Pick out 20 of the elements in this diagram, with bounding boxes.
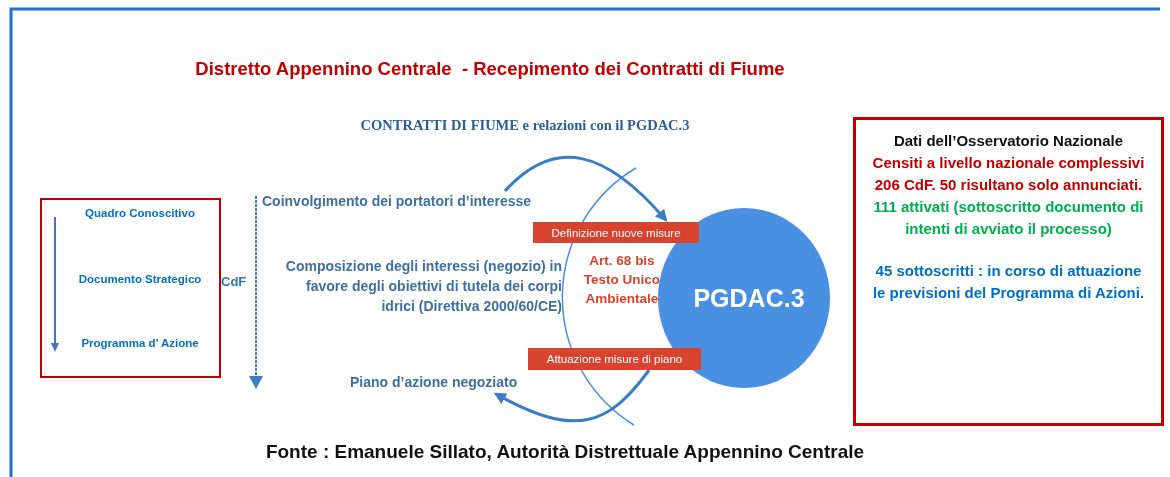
- stat-text: 111 attivati (sottoscritto documento di intenti di avviato il processo): [872, 197, 1145, 239]
- step-text: Piano d’azione negoziato: [350, 373, 519, 392]
- box-heading: Dati dell’Osservatorio Nazionale: [892, 131, 1125, 151]
- step-box: [40, 198, 221, 378]
- source-caption: Fonte : Emanuele Sillato, Autorità Distrettuale Appennino Centrale: [264, 441, 866, 463]
- title: Distretto Appennino Centrale - Recepimento dei Contratti di Fiume: [194, 58, 786, 80]
- side-label: CdF: [221, 274, 248, 289]
- step-banner: Definizione nuove misure: [533, 222, 699, 243]
- step-banner: Attuazione misure di piano: [528, 348, 701, 370]
- step-text: Coinvolgimento dei portatori d’interesse: [262, 192, 532, 211]
- stat-text: Censiti a livello nazionale complessivi 206 CdF. 50 risultano solo annunciati.: [871, 153, 1146, 195]
- step-text: Composizione degli interessi (negozio) in favore degli obiettivi di tutela dei corpi idrici (Direttiva 2000/60/CE): [284, 257, 562, 316]
- step-label: Documento Strategico: [77, 273, 203, 285]
- subtitle: CONTRATTI DI FIUME e relazioni con il PGDAC.3: [359, 117, 691, 134]
- step-label: Quadro Conoscitivo: [84, 207, 196, 219]
- info-box: [853, 117, 1164, 426]
- step-label: Programma d’ Azione: [80, 337, 200, 349]
- curved-arrow: [503, 155, 668, 222]
- stat-text: 45 sottoscritti : in corso di attuazione le previsioni del Programma di Azioni.: [871, 261, 1146, 303]
- curved-arrow: [493, 369, 651, 423]
